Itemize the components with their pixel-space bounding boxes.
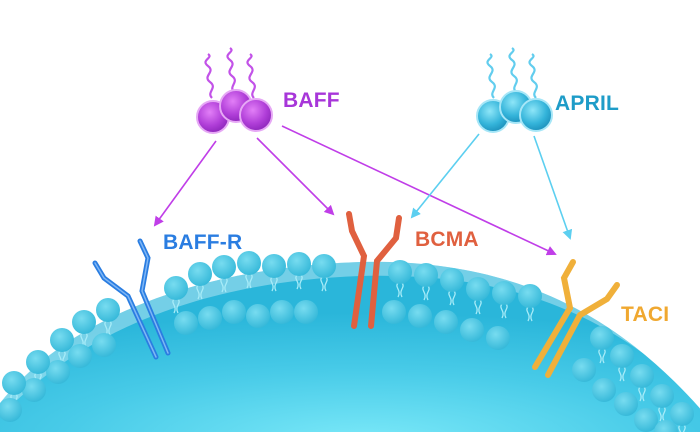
lipid-head (440, 268, 464, 292)
lipid-head (460, 318, 484, 342)
lipid-head (382, 300, 406, 324)
lipid-head (72, 310, 96, 334)
lipid-bilayer (0, 251, 694, 437)
arrow-april-to-taci (533, 135, 573, 240)
lipid-head (414, 263, 438, 287)
lipid-head (270, 300, 294, 324)
lipid-tail (220, 277, 228, 293)
lipid-head (592, 378, 616, 402)
lipid-tail (320, 276, 328, 292)
lipid-tail (422, 285, 430, 301)
lipid-tail (474, 299, 482, 315)
april-label: APRIL (555, 92, 619, 115)
lipid-tail (396, 282, 404, 298)
arrow-baff-to-taci (281, 125, 557, 256)
lipid-tail (172, 298, 180, 314)
receptor-taci-arm-right (545, 282, 620, 378)
lipid-tail (598, 348, 606, 364)
lipid-tail (500, 303, 508, 319)
april-coil-tails (486, 47, 538, 99)
lipid-head (212, 255, 236, 279)
receptor-bcma (346, 211, 402, 329)
lipid-head (26, 350, 50, 374)
lipid-head (610, 344, 634, 368)
lipid-head (262, 254, 286, 278)
lipid-tail (678, 424, 686, 437)
lipid-head (572, 358, 596, 382)
bcma-label: BCMA (415, 228, 479, 251)
lipid-tail (448, 290, 456, 306)
lipid-head (408, 304, 432, 328)
lipid-head (294, 300, 318, 324)
taci-label: TACI (621, 303, 670, 326)
receptor-bcma-arm-left (346, 211, 368, 329)
receptor-baff-r-highlight (94, 262, 157, 358)
lipid-head (287, 252, 311, 276)
lipid-head (246, 304, 270, 328)
lipid-head (388, 260, 412, 284)
lipid-head (222, 300, 246, 324)
lipid-head (2, 371, 26, 395)
lipid-head (590, 326, 614, 350)
lipid-tail (295, 274, 303, 290)
baff-coil-tails (204, 47, 256, 99)
receptor-taci (532, 259, 620, 378)
receptor-taci-arm-left (532, 259, 576, 370)
lipid-head (312, 254, 336, 278)
lipid-head (174, 311, 198, 335)
arrow-april-to-bcma (410, 133, 480, 219)
lipid-head (518, 284, 542, 308)
lipid-head (0, 398, 22, 422)
lipid-head (614, 392, 638, 416)
april-monomer (519, 98, 553, 132)
lipid-head (198, 306, 222, 330)
april-ligand-trimer (476, 47, 553, 133)
lipid-tail (638, 386, 646, 402)
lipid-head (670, 402, 694, 426)
lipid-tail (618, 366, 626, 382)
binding-arrows (153, 125, 573, 256)
arrow-baff-to-bcma (256, 137, 335, 216)
lipid-head (434, 310, 458, 334)
receptor-baff-r-highlight (139, 240, 169, 354)
receptor-bcma-arm-right (368, 215, 402, 329)
lipid-head (630, 364, 654, 388)
lipid-tail (526, 306, 534, 322)
lipid-head (634, 408, 658, 432)
lipid-head (68, 344, 92, 368)
lipid-tail (270, 276, 278, 292)
lipid-tail (196, 284, 204, 300)
baff-label: BAFF (283, 89, 340, 112)
lipid-head (92, 333, 116, 357)
lipid-head (50, 328, 74, 352)
lipid-tail (245, 273, 253, 289)
lipid-head (486, 326, 510, 350)
lipid-head (492, 281, 516, 305)
lipid-head (237, 251, 261, 275)
receptor-baff-r (92, 238, 171, 360)
lipid-head (188, 262, 212, 286)
baff-ligand-trimer (196, 47, 273, 134)
lipid-head (22, 378, 46, 402)
baff-r-label: BAFF-R (163, 231, 243, 254)
cell-glow (0, 261, 700, 418)
lipid-head (164, 276, 188, 300)
lipid-head (650, 384, 674, 408)
lipid-head (46, 360, 70, 384)
lipid-tail (658, 406, 666, 422)
baff-monomer (239, 98, 273, 132)
lipid-head (466, 277, 490, 301)
arrow-baff-to-baffr (153, 140, 217, 227)
lipid-head (96, 298, 120, 322)
